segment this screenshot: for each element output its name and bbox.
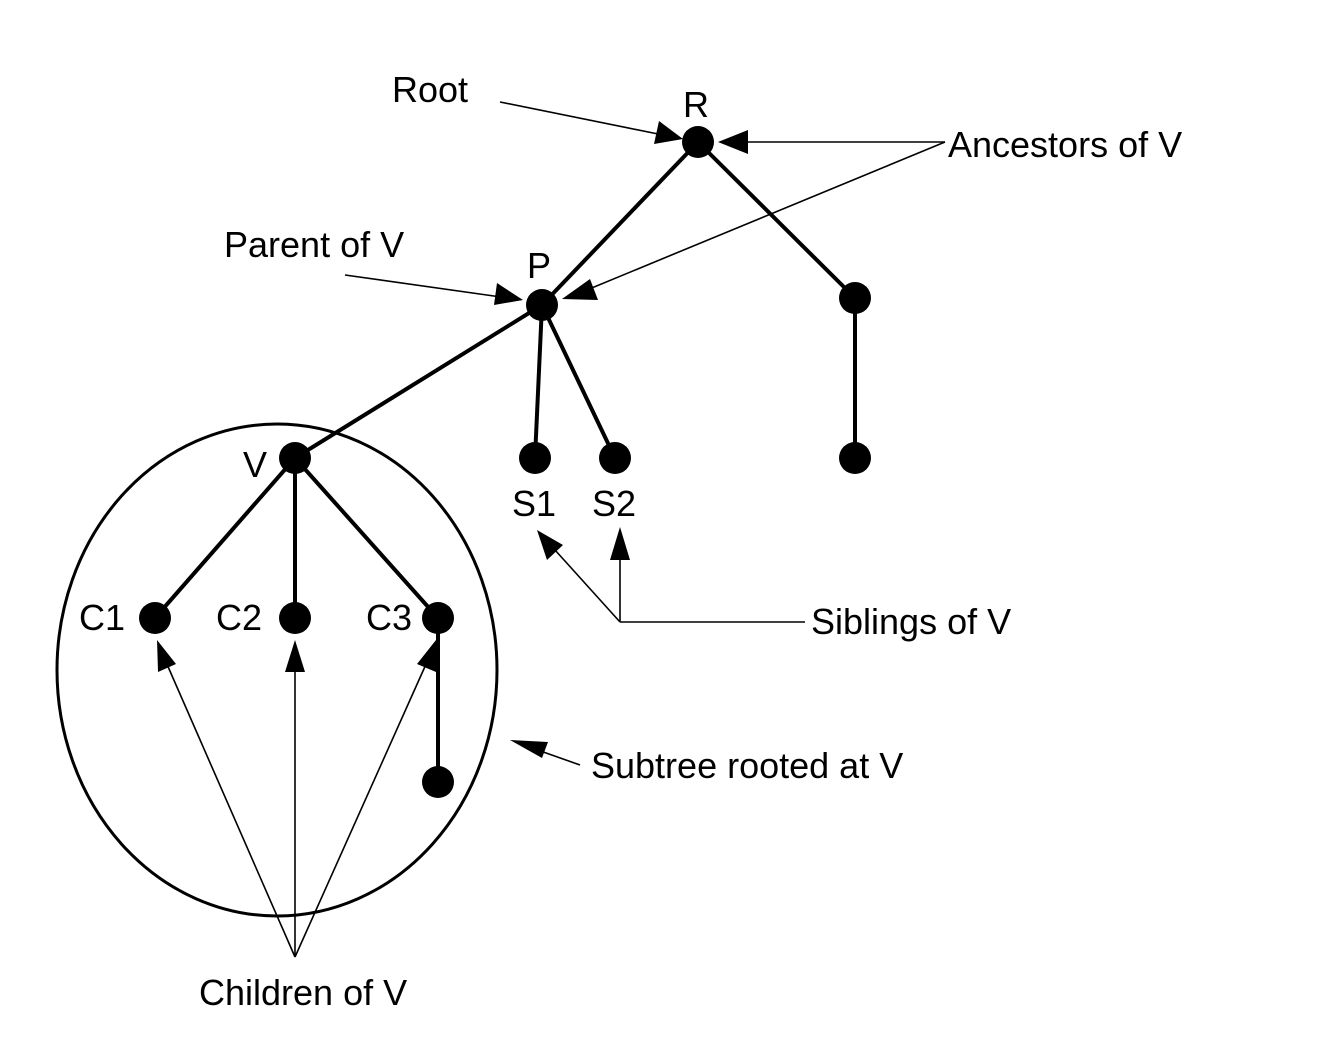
node-r	[682, 126, 714, 158]
node-c3-leaf	[422, 766, 454, 798]
arrowhead-ancestors-r	[718, 130, 748, 154]
arrowhead-siblings-s1	[537, 530, 563, 560]
node-s2	[599, 442, 631, 474]
label-p: P	[527, 245, 551, 286]
tree-edges	[153, 140, 857, 784]
label-c1: C1	[79, 597, 125, 638]
arrowhead-parent	[494, 283, 523, 305]
label-r: R	[683, 84, 709, 125]
tree-nodes	[139, 126, 871, 798]
arrowhead-children-c3	[417, 640, 436, 672]
annotation-root: Root	[392, 69, 468, 110]
arrowhead-ancestors-p	[562, 279, 598, 300]
edge-p-s1	[533, 303, 544, 460]
annotation-labels: Root Ancestors of V Parent of V Siblings…	[199, 69, 1182, 1013]
arrowhead-subtree	[510, 740, 548, 758]
node-c1	[139, 602, 171, 634]
arrowhead-root	[654, 121, 683, 144]
pointer-siblings-s1	[554, 549, 621, 623]
annotation-siblings: Siblings of V	[811, 601, 1011, 642]
pointer-root	[499, 101, 669, 137]
label-c3: C3	[366, 597, 412, 638]
subtree-ellipse	[55, 422, 499, 918]
edge-r-right	[696, 140, 857, 300]
label-s1: S1	[512, 483, 556, 524]
label-c2: C2	[216, 597, 262, 638]
node-v	[279, 442, 311, 474]
node-c3	[422, 602, 454, 634]
label-v: V	[243, 444, 267, 485]
arrowheads	[157, 121, 748, 758]
pointer-ancestors-p	[581, 141, 946, 293]
node-s1	[519, 442, 551, 474]
edge-p-s2	[540, 303, 617, 460]
pointer-parent	[344, 274, 509, 299]
pointer-lines	[165, 101, 946, 958]
node-p	[526, 289, 558, 321]
annotation-ancestors: Ancestors of V	[948, 124, 1182, 165]
edge-p-v	[293, 303, 544, 460]
edge-v-c3	[293, 456, 440, 620]
pointer-children-c3	[294, 661, 428, 958]
arrowhead-children-c2	[285, 640, 305, 672]
annotation-parent: Parent of V	[224, 224, 404, 265]
annotation-children: Children of V	[199, 972, 407, 1013]
label-s2: S2	[592, 483, 636, 524]
edge-v-c1	[153, 456, 297, 620]
node-right-leaf	[839, 442, 871, 474]
node-labels: R P V S1 S2 C1 C2 C3	[79, 84, 709, 638]
edge-r-p	[540, 140, 700, 307]
arrowhead-siblings-s2	[610, 527, 630, 560]
node-right-upper	[839, 282, 871, 314]
arrowhead-children-c1	[157, 640, 176, 672]
pointer-children-c1	[165, 661, 296, 958]
node-c2	[279, 602, 311, 634]
annotation-subtree: Subtree rooted at V	[591, 745, 903, 786]
